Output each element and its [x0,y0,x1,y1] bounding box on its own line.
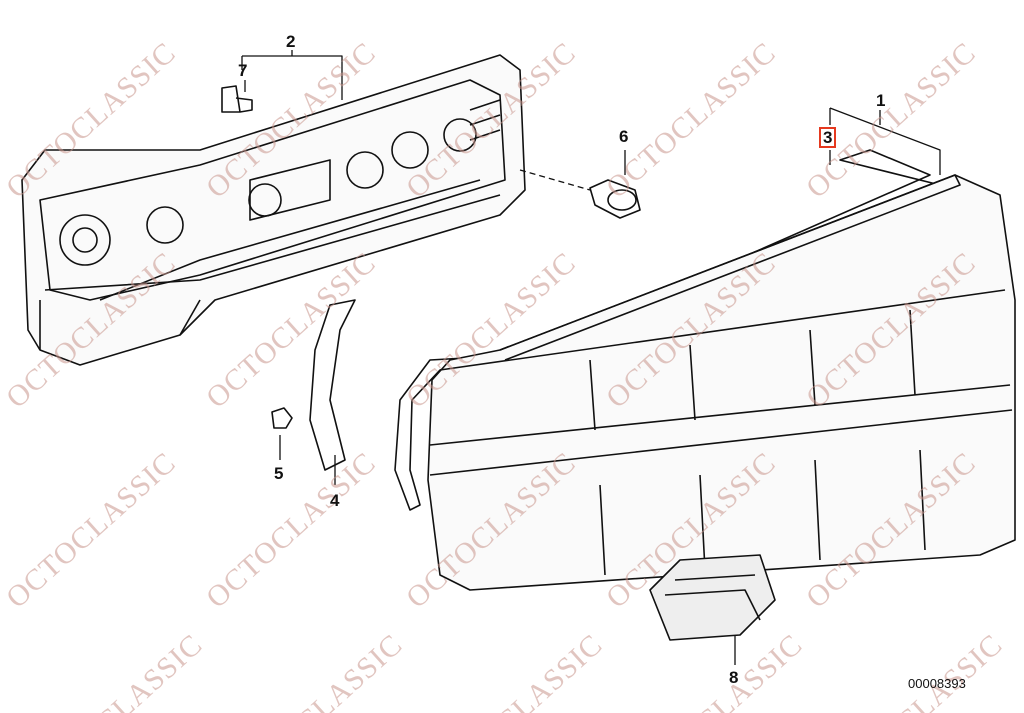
leader-lines [241,50,941,665]
reflector-part-8 [649,554,776,641]
bulb-carrier-housing [21,54,526,366]
clip-part-7 [221,85,253,113]
callout-3-highlighted[interactable]: 3 [819,127,837,148]
tail-lamp-lens-part-1 [427,174,1016,591]
bracket-part-4 [309,299,356,471]
callout-1[interactable]: 1 [876,91,886,110]
callout-5[interactable]: 5 [274,464,284,483]
callout-4[interactable]: 4 [330,491,340,510]
drawing-number: 00008393 [908,676,966,691]
callout-8[interactable]: 8 [729,668,739,687]
bulb-part-6 [589,179,641,219]
callout-2[interactable]: 2 [286,32,296,51]
callout-6[interactable]: 6 [619,127,629,146]
callout-7[interactable]: 7 [238,61,248,80]
nut-part-5 [271,407,293,429]
